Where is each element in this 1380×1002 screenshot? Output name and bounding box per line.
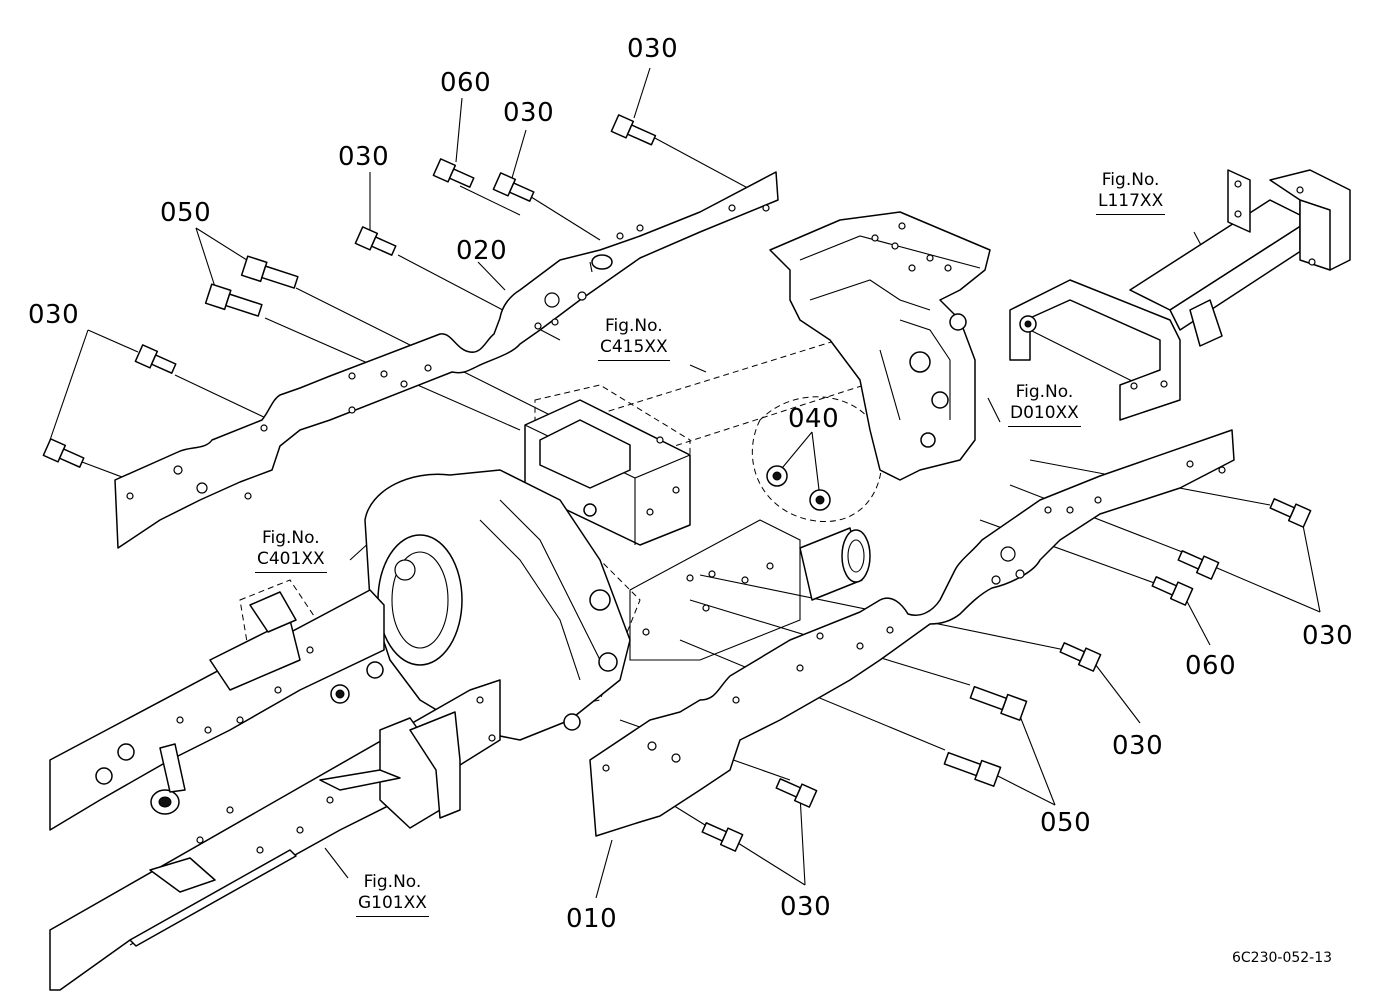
label-060-top: 060 <box>440 68 492 98</box>
upper-bolts <box>42 114 657 468</box>
label-050-left: 050 <box>160 198 212 228</box>
fig-ref-prefix: Fig.No. <box>363 872 422 892</box>
fig-ref-D010XX: Fig.No. D010XX <box>1008 382 1081 427</box>
upper-frame-plate-020 <box>114 171 779 549</box>
label-030-left: 030 <box>28 300 80 330</box>
label-040: 040 <box>788 404 840 434</box>
fig-ref-code: L117XX <box>1096 191 1166 215</box>
fig-ref-G101XX: Fig.No. G101XX <box>356 872 429 917</box>
fig-ref-L117XX: Fig.No. L117XX <box>1096 170 1166 215</box>
fig-ref-code: C415XX <box>598 337 670 361</box>
rear-frame-L117 <box>1009 169 1351 421</box>
label-030-bottom: 030 <box>780 892 832 922</box>
label-060-right: 060 <box>1185 651 1237 681</box>
fig-ref-C415XX: Fig.No. C415XX <box>598 316 670 361</box>
inner-plate-outlines <box>629 519 801 661</box>
label-030-top: 030 <box>627 34 679 64</box>
label-020: 020 <box>456 236 508 266</box>
drawing-reference-number: 6C230-052-13 <box>1232 950 1333 966</box>
lower-frame-plate-010 <box>589 429 1235 837</box>
spacer-tube <box>799 527 871 601</box>
transmission-housing <box>769 211 991 481</box>
fig-ref-C401XX: Fig.No. C401XX <box>255 528 327 573</box>
fig-ref-code: D010XX <box>1008 403 1081 427</box>
nuts-040 <box>766 465 831 511</box>
gear-case-housing <box>364 469 631 741</box>
label-010: 010 <box>566 904 618 934</box>
fig-ref-prefix: Fig.No. <box>1101 170 1160 190</box>
label-030-mid: 030 <box>338 142 390 172</box>
fig-ref-prefix: Fig.No. <box>604 316 663 336</box>
fig-ref-code: G101XX <box>356 893 429 917</box>
label-030-right: 030 <box>1302 621 1354 651</box>
label-050-right: 050 <box>1040 808 1092 838</box>
label-030-top2: 030 <box>503 98 555 128</box>
label-030-right2: 030 <box>1112 731 1164 761</box>
front-frame-rails <box>49 589 501 991</box>
lower-bolts <box>701 498 1312 852</box>
fig-ref-prefix: Fig.No. <box>1015 382 1074 402</box>
fig-ref-code: C401XX <box>255 549 327 573</box>
fig-ref-prefix: Fig.No. <box>261 528 320 548</box>
